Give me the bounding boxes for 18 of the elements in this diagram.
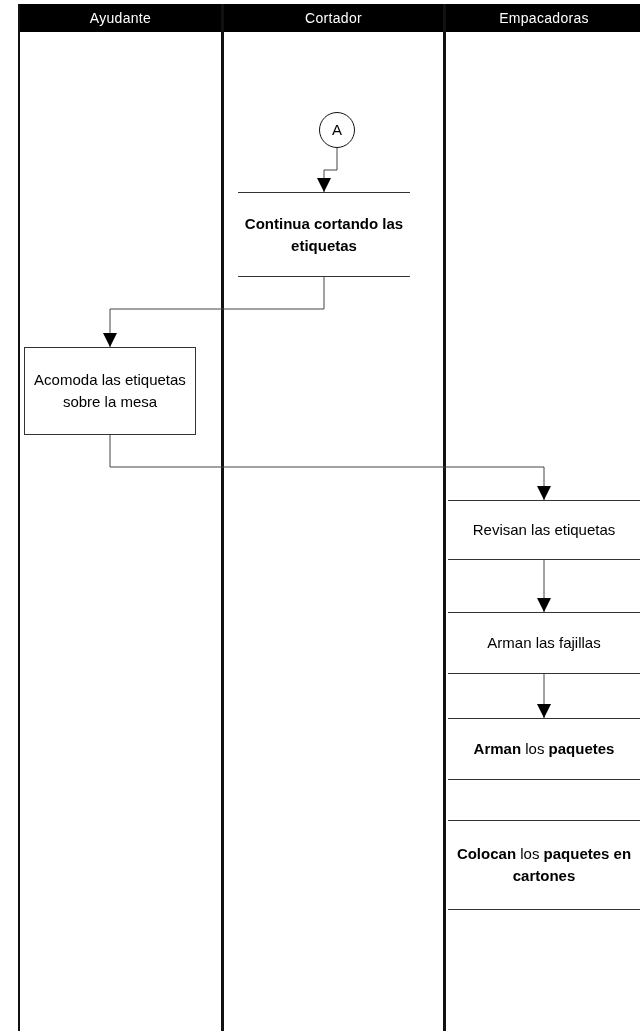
process-box: Arman las fajillas [448, 612, 640, 674]
process-box: Arman los paquetes [448, 718, 640, 780]
arrow [317, 147, 338, 193]
process-box: Acomoda las etiquetas sobre la mesa [24, 347, 196, 435]
lane-header: Ayudante [20, 4, 221, 32]
process-box: Colocan los paquetes en cartones [448, 820, 640, 910]
swimlane [444, 4, 640, 1031]
swimlane [18, 4, 222, 1031]
process-box: Revisan las etiquetas [448, 500, 640, 560]
lane-header: Cortador [224, 4, 443, 32]
arrow [103, 276, 325, 348]
swimlane [222, 4, 444, 1031]
lane-header: Empacadoras [446, 4, 640, 32]
arrow [109, 434, 551, 501]
arrow [537, 559, 551, 613]
process-box: Continua cortando las etiquetas [238, 192, 410, 277]
arrow [537, 673, 551, 719]
connector-circle: A [319, 112, 355, 148]
